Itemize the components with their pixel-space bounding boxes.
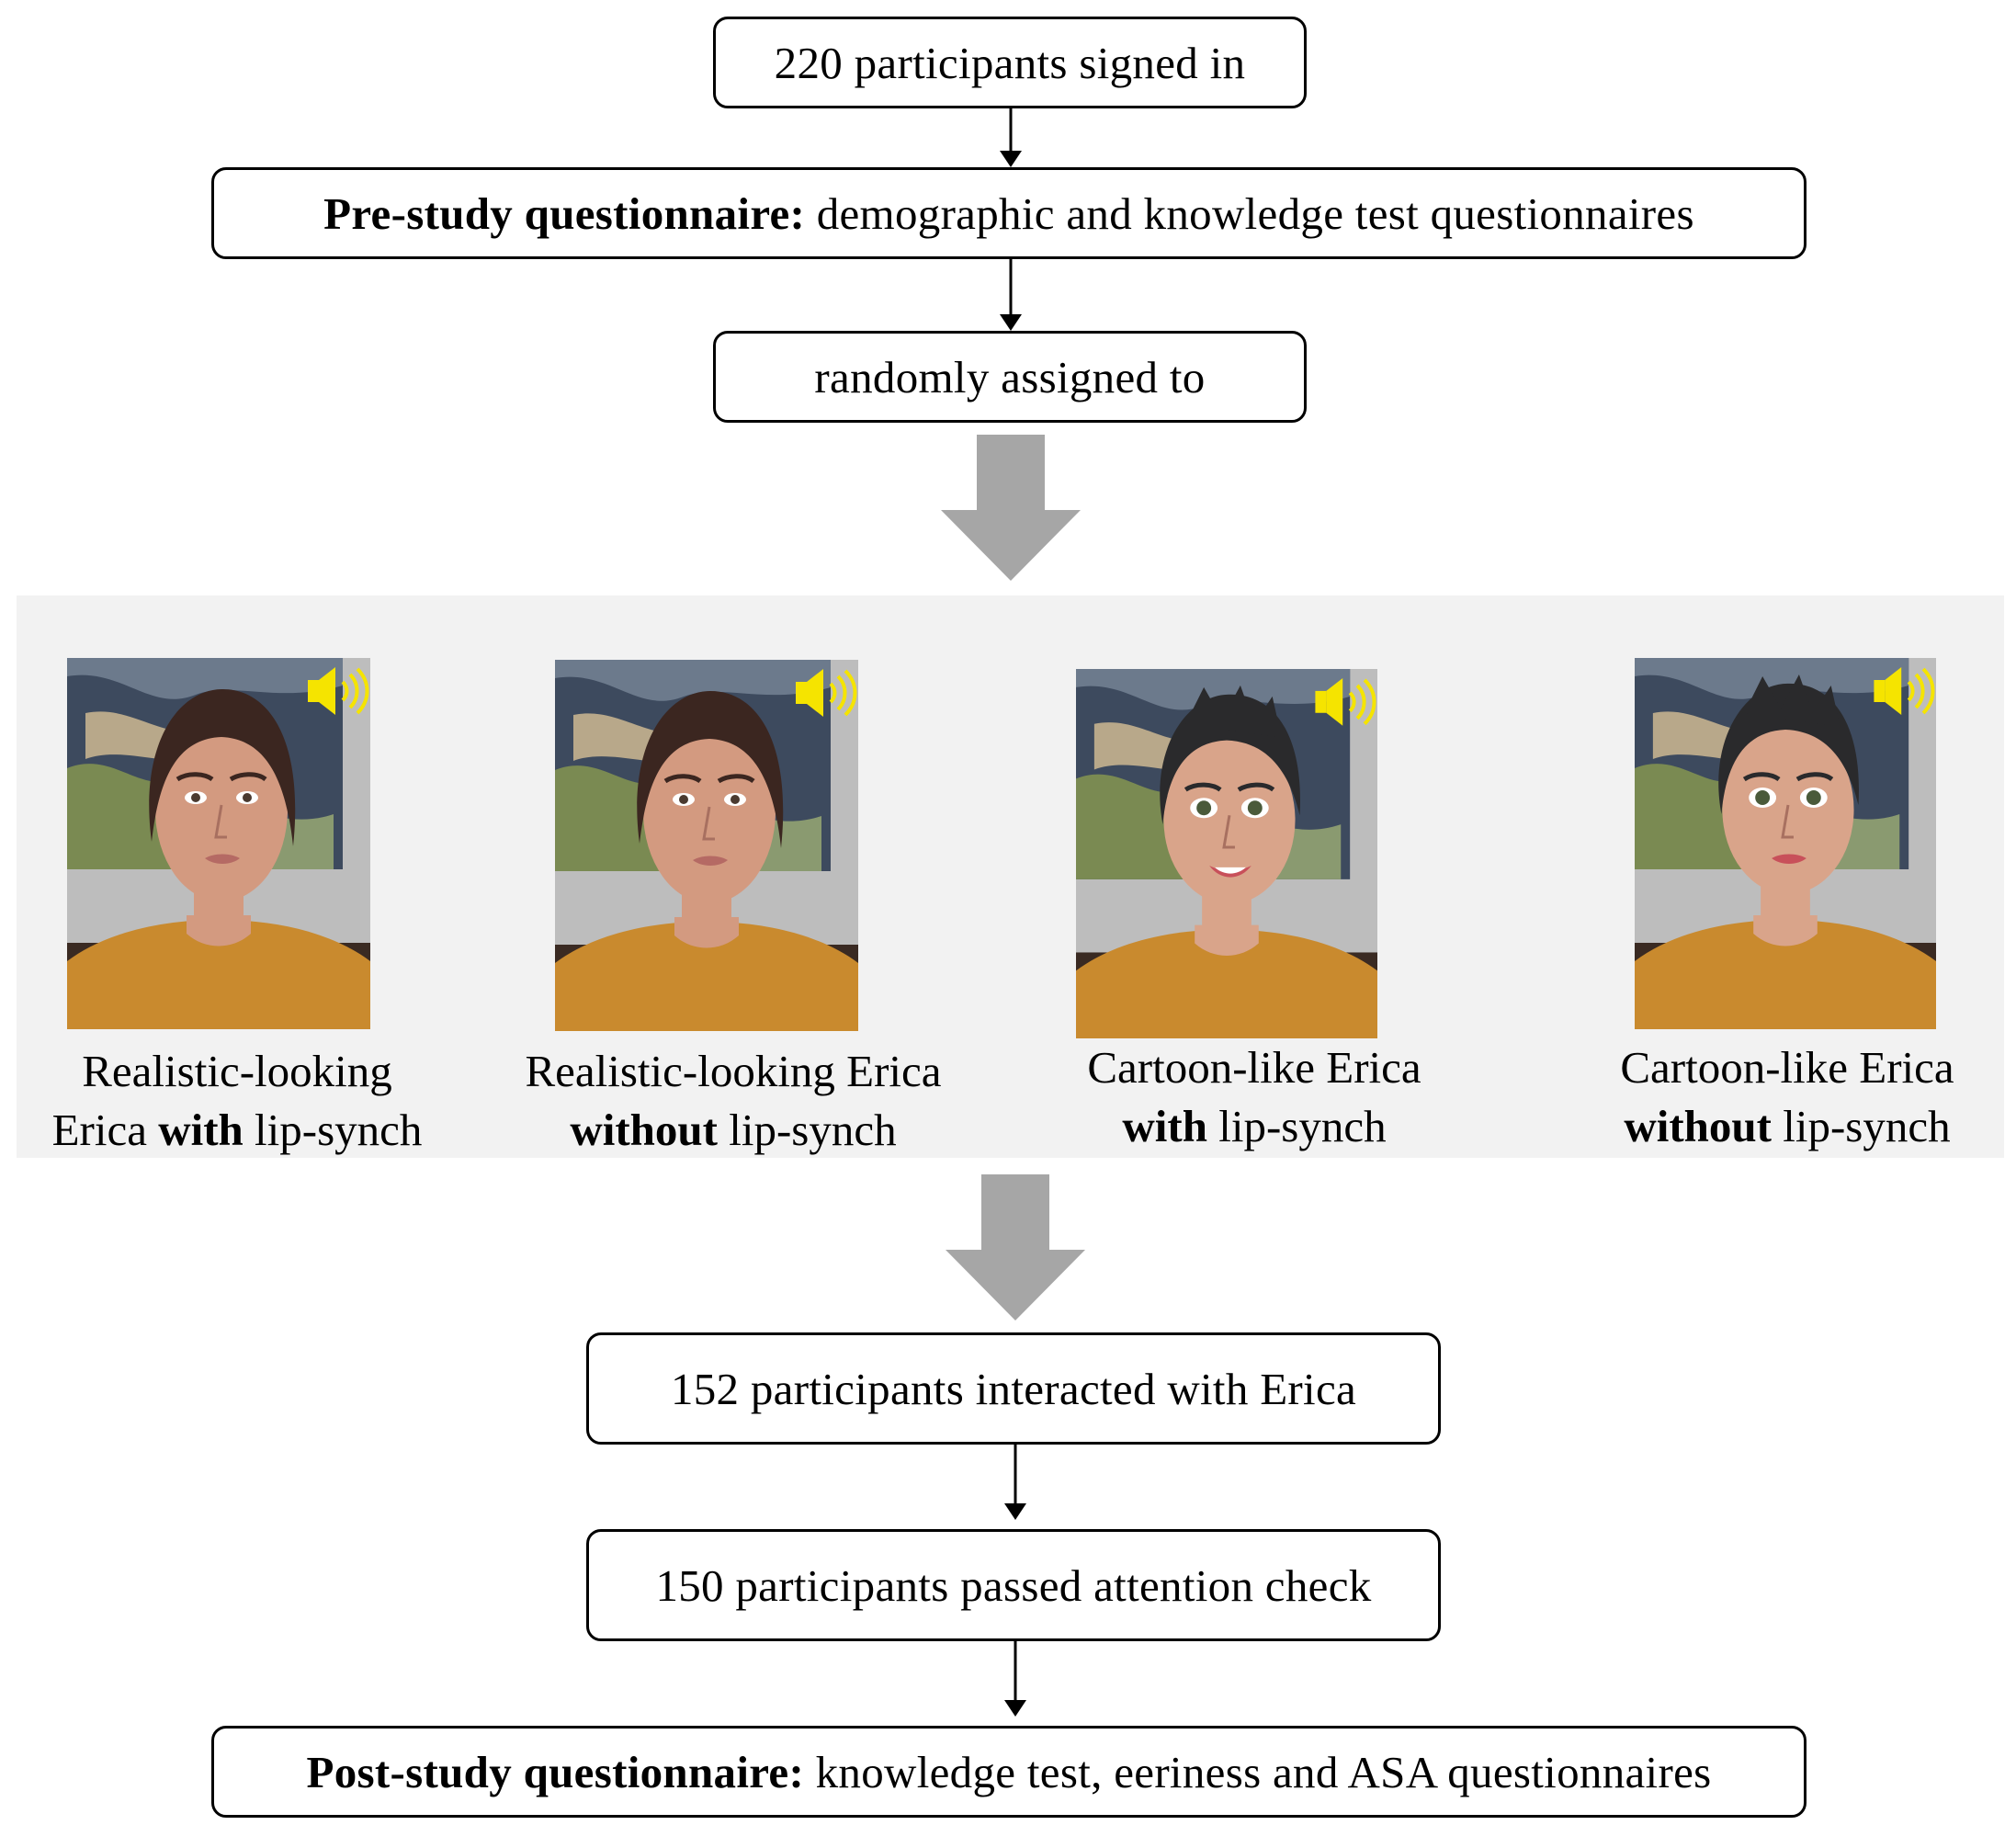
caption-line1: Realistic-looking bbox=[82, 1046, 392, 1096]
step-interacted: 152 participants interacted with Erica bbox=[586, 1332, 1441, 1445]
caption-line2: Erica with lip-synch bbox=[51, 1105, 423, 1155]
pre-study-detail: demographic and knowledge test questionn… bbox=[805, 187, 1694, 239]
step-post-study: Post-study questionnaire: knowledge test… bbox=[211, 1726, 1806, 1818]
avatar-illustration bbox=[67, 658, 370, 1029]
pre-study-label: Pre-study questionnaire: bbox=[323, 187, 806, 239]
step-passed: 150 participants passed attention check bbox=[586, 1529, 1441, 1641]
speaker-icon bbox=[308, 667, 369, 715]
caption-line1: Cartoon-like Erica bbox=[1087, 1042, 1421, 1093]
portrait-cartoon-no-lipsync bbox=[1635, 658, 1936, 1029]
post-study-label: Post-study questionnaire: bbox=[306, 1746, 805, 1797]
caption-realistic-no-lipsync: Realistic-looking Erica without lip-sync… bbox=[494, 1042, 972, 1160]
avatar-illustration bbox=[1635, 658, 1936, 1029]
speaker-icon bbox=[1315, 677, 1376, 726]
portrait-realistic-no-lipsync bbox=[555, 660, 858, 1031]
caption-line2: without lip-synch bbox=[1624, 1101, 1951, 1151]
step-assigned-text: randomly assigned to bbox=[814, 351, 1206, 402]
step-signed-in-text: 220 participants signed in bbox=[774, 37, 1246, 88]
caption-realistic-lipsync: Realistic-looking Erica with lip-synch bbox=[17, 1042, 458, 1160]
step-post-study-text: Post-study questionnaire: knowledge test… bbox=[307, 1746, 1712, 1798]
caption-line1: Cartoon-like Erica bbox=[1620, 1042, 1954, 1093]
portrait-realistic-lipsync bbox=[67, 658, 370, 1029]
caption-line2: without lip-synch bbox=[570, 1105, 897, 1155]
step-pre-study-text: Pre-study questionnaire: demographic and… bbox=[323, 187, 1694, 240]
caption-line1: Realistic-looking Erica bbox=[525, 1046, 942, 1096]
step-interacted-text: 152 participants interacted with Erica bbox=[670, 1363, 1357, 1414]
avatar-illustration bbox=[555, 660, 858, 1031]
step-signed-in: 220 participants signed in bbox=[713, 17, 1307, 108]
big-arrow-down-1 bbox=[941, 435, 1081, 581]
step-passed-text: 150 participants passed attention check bbox=[655, 1559, 1372, 1611]
step-pre-study: Pre-study questionnaire: demographic and… bbox=[211, 167, 1806, 259]
caption-cartoon-lipsync: Cartoon-like Erica with lip-synch bbox=[1025, 1038, 1484, 1156]
caption-line2: with lip-synch bbox=[1122, 1101, 1387, 1151]
avatar-illustration bbox=[1076, 669, 1377, 1038]
post-study-detail: knowledge test, eeriness and ASA questio… bbox=[804, 1746, 1712, 1797]
speaker-icon bbox=[796, 669, 857, 717]
step-assigned: randomly assigned to bbox=[713, 331, 1307, 423]
caption-cartoon-no-lipsync: Cartoon-like Erica without lip-synch bbox=[1557, 1038, 2016, 1156]
big-arrow-down-2 bbox=[946, 1174, 1085, 1321]
portrait-cartoon-lipsync bbox=[1076, 669, 1377, 1038]
speaker-icon bbox=[1874, 667, 1935, 715]
